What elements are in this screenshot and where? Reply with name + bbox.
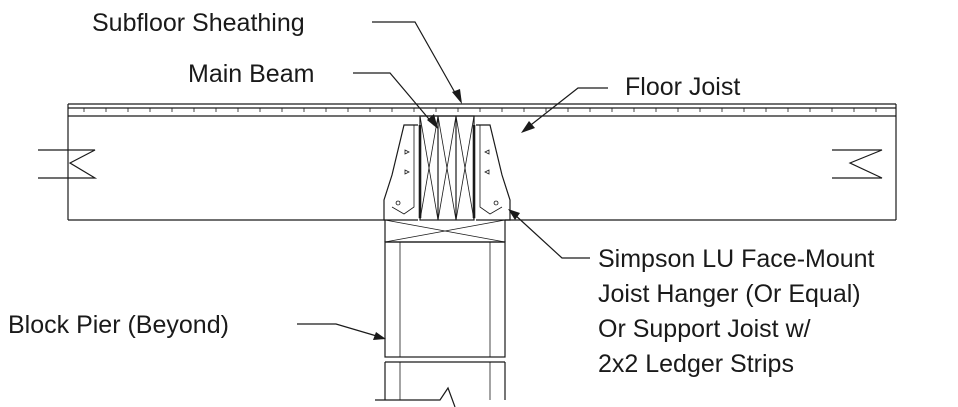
floor-joist-right — [505, 104, 897, 221]
leader-hanger — [508, 209, 590, 259]
label-subfloor-sheathing: Subfloor Sheathing — [92, 9, 305, 37]
label-hanger-line-1: Simpson LU Face-Mount — [598, 245, 875, 273]
leader-subfloor — [372, 21, 462, 104]
leader-pier — [297, 323, 386, 340]
label-main-beam: Main Beam — [188, 60, 314, 88]
leader-floor-joist — [521, 87, 608, 133]
subfloor-sheathing — [68, 103, 896, 117]
label-hanger-line-2: Joist Hanger (Or Equal) — [598, 280, 861, 308]
label-floor-joist: Floor Joist — [625, 73, 740, 101]
joist-hanger-right — [472, 124, 511, 221]
joist-hanger-left — [383, 124, 422, 221]
floor-joist-left — [67, 104, 385, 221]
main-beam — [419, 115, 475, 221]
break-mark-right — [832, 149, 883, 179]
block-pier — [375, 219, 506, 407]
break-mark-left — [38, 149, 98, 179]
label-hanger-line-4: 2x2 Ledger Strips — [598, 350, 794, 378]
leader-main-beam — [353, 72, 438, 129]
label-block-pier: Block Pier (Beyond) — [8, 311, 229, 339]
label-hanger-line-3: Or Support Joist w/ — [598, 315, 811, 343]
